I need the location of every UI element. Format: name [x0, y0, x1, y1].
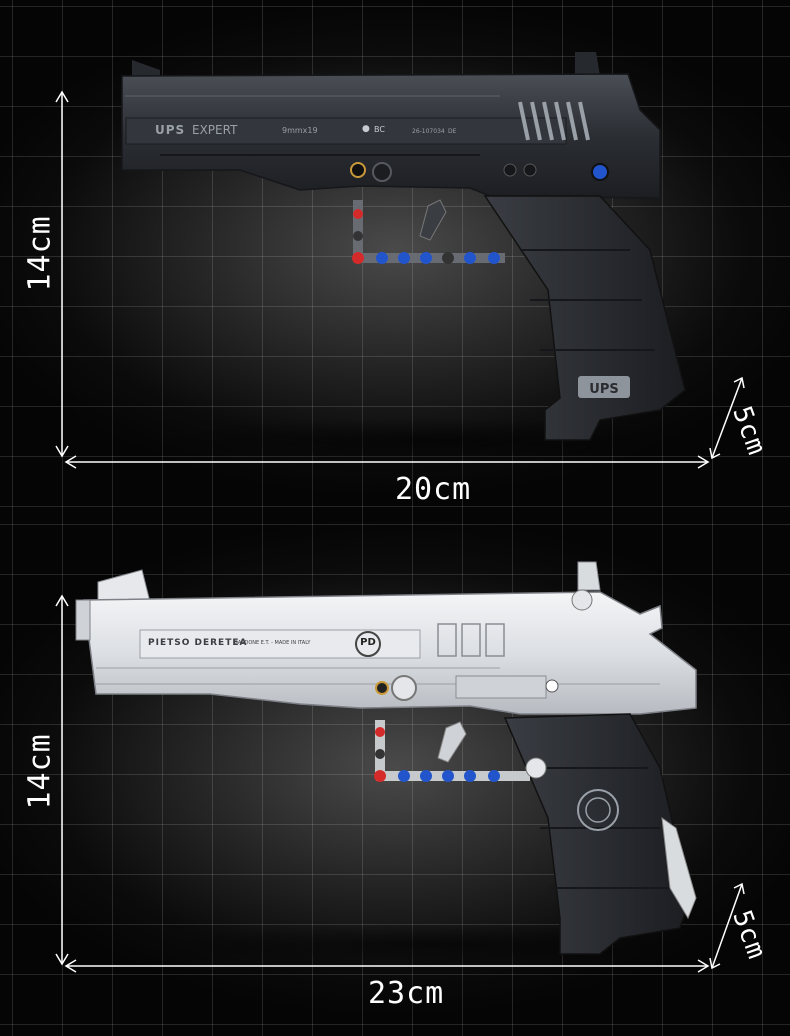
- grip-badge-bg: [578, 376, 630, 398]
- gold-pin: [375, 681, 389, 695]
- trigger: [437, 721, 467, 763]
- grip-medallion-icon: [577, 789, 619, 831]
- engraving-plate: [139, 629, 421, 659]
- grip: [483, 195, 686, 441]
- floor-shadow: [140, 418, 700, 462]
- muzzle: [75, 599, 91, 641]
- engraving-plate: [125, 117, 567, 145]
- slide-mark-text: BC: [374, 125, 385, 134]
- depth-dimension-line: [709, 882, 745, 970]
- trigger-guard: [374, 720, 547, 782]
- top-product-panel: UPS: [0, 0, 790, 518]
- length-label: 23cm: [368, 976, 445, 1011]
- grip-backstrap: [661, 816, 697, 920]
- slide-origin-text: GASDONE E.T. - MADE IN ITALY: [234, 640, 311, 646]
- height-dimension-line: [55, 90, 69, 458]
- length-dimension-line: [64, 959, 710, 973]
- front-sight: [132, 60, 160, 78]
- height-dimension-line: [55, 594, 69, 966]
- pin: [545, 679, 559, 693]
- length-label: 20cm: [395, 472, 472, 507]
- front-sight: [97, 569, 151, 603]
- pd-logo-text: PD: [360, 637, 376, 648]
- depth-dimension-line: [709, 376, 745, 460]
- pin: [372, 162, 392, 182]
- bottom-pistol-illustration: [55, 561, 745, 973]
- gold-pin: [350, 162, 366, 178]
- slide-lever: [455, 675, 547, 699]
- slide-brand-text: PIETSO DERETEA: [148, 638, 248, 648]
- trigger-guard: [352, 200, 505, 264]
- blue-pin: [591, 163, 609, 181]
- length-dimension-line: [64, 455, 710, 469]
- hammer-pin: [571, 589, 593, 611]
- pin: [391, 675, 417, 701]
- slide-caliber-text: 9mmx19: [282, 126, 318, 135]
- pin: [503, 163, 517, 177]
- height-label: 14cm: [22, 215, 58, 292]
- grip-medallion-inner: [585, 797, 611, 823]
- slide-serrations: [518, 101, 590, 141]
- bulb-icon: ●: [362, 124, 370, 134]
- slide-details: [437, 623, 505, 657]
- pin: [523, 163, 537, 177]
- grip: [503, 713, 691, 955]
- slide-country-text: DE: [448, 128, 457, 135]
- trigger: [419, 199, 447, 241]
- grip-panels: [530, 767, 676, 889]
- pd-logo-ring: [355, 631, 381, 657]
- rear-sight: [575, 52, 600, 76]
- rear-sight: [577, 561, 601, 591]
- slide-brand-text: UPS: [155, 123, 186, 137]
- bottom-product-panel: PIETSO DERETEA GASDONE E.T. - MADE IN IT…: [0, 518, 790, 1036]
- slide-model-text: EXPERT: [192, 123, 238, 137]
- slide-serial-text: 26-107034: [412, 128, 445, 135]
- grip-panels: [520, 249, 655, 351]
- grip-badge-text: UPS: [589, 382, 618, 397]
- top-pistol-illustration: UPS: [55, 52, 745, 469]
- height-label: 14cm: [22, 733, 58, 810]
